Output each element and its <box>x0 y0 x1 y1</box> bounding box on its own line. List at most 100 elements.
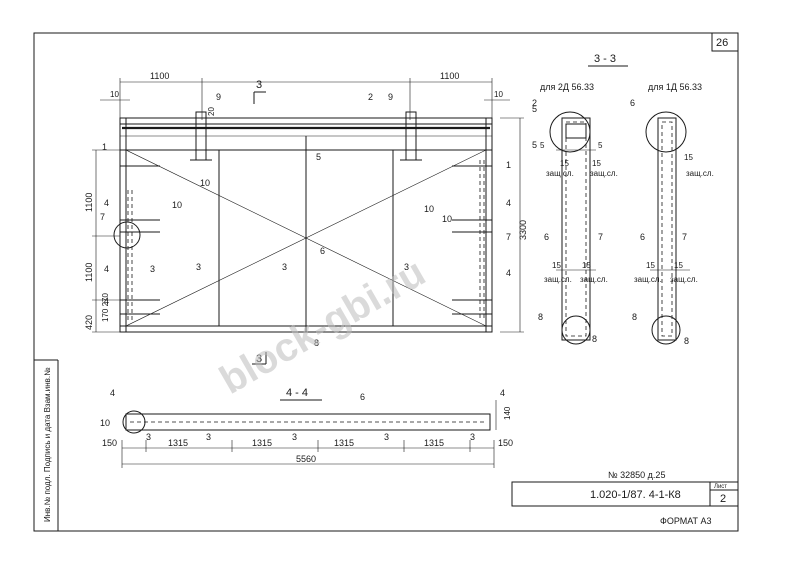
sloy-label: защ.сл. <box>590 169 618 178</box>
sloy-label: защ.сл. <box>670 275 698 284</box>
dim-left-middle: 1100 <box>84 263 94 282</box>
sloy-label: защ.сл. <box>634 275 662 284</box>
sloy-label: защ.сл. <box>544 275 572 284</box>
dim-44: 150 <box>102 438 117 448</box>
section-mark-top: 3 <box>256 79 262 91</box>
dim-33: 15 <box>674 261 683 270</box>
callout-33: 8 <box>538 312 543 322</box>
callout-44: 4 <box>500 388 505 398</box>
side-stamp: Инв.№ подл. Подпись и дата Взам.инв.№ <box>43 367 52 522</box>
callout-33: 2 <box>532 98 537 108</box>
dim-44: 1315 <box>424 438 444 448</box>
dim-44: 1315 <box>168 438 188 448</box>
callout-44: 3 <box>384 432 389 442</box>
section-mark-bottom: 3 <box>256 353 262 365</box>
sloy-label: защ.сл. <box>580 275 608 284</box>
dim-left-upper: 1100 <box>84 193 94 212</box>
callout-plan: 4 <box>104 296 109 306</box>
dim-44: 150 <box>498 438 513 448</box>
section-33-title: 3 - 3 <box>594 53 616 65</box>
callout-33: 5 <box>532 140 537 150</box>
watermark: block-gbi.ru <box>213 250 433 403</box>
sheet-format: ФОРМАТ А3 <box>660 516 712 526</box>
dim-left-bottom: 420 <box>84 315 94 330</box>
callout-plan: 3 <box>404 262 409 272</box>
callout-plan: 2 <box>368 92 373 102</box>
dim-left-small: 170 270 <box>101 293 110 322</box>
callout-plan: 10 <box>172 200 182 210</box>
dim-44: 1315 <box>334 438 354 448</box>
dim-33: 5 <box>598 141 603 150</box>
list-number: 2 <box>720 493 726 505</box>
callout-plan: 7 <box>506 232 511 242</box>
callout-plan: 9 <box>388 92 393 102</box>
section-3-3: 3 - 3 для 2Д 56.33 для 1Д 56.33 2 5 5 6 … <box>532 53 714 346</box>
dim-right-total: 3300 <box>518 220 528 240</box>
dim-33: 5 <box>540 141 545 150</box>
dim-33: 15 <box>646 261 655 270</box>
callout-33: 8 <box>632 312 637 322</box>
dim-top-left: 1100 <box>150 71 169 81</box>
callout-plan: 7 <box>100 212 105 222</box>
dim-44: 1315 <box>252 438 272 448</box>
callout-33: 8 <box>684 336 689 346</box>
callout-plan: 9 <box>216 92 221 102</box>
plan-view: 1100 1100 10 10 3 <box>84 71 528 365</box>
callout-plan: 4 <box>104 264 109 274</box>
callout-44: 6 <box>360 392 365 402</box>
dim-140: 140 <box>503 406 512 420</box>
callout-33: 6 <box>544 232 549 242</box>
dim-33: 15 <box>592 159 601 168</box>
sheet-number-box <box>711 32 739 52</box>
dim-44-total: 5560 <box>296 454 316 464</box>
callout-plan: 6 <box>320 246 325 256</box>
callout-plan: 3 <box>282 262 287 272</box>
callout-44: 10 <box>100 418 110 428</box>
sheet-frame <box>33 32 739 532</box>
callout-33: 7 <box>682 232 687 242</box>
callout-44: 3 <box>470 432 475 442</box>
callout-plan: 8 <box>314 338 319 348</box>
callout-33: 6 <box>630 98 635 108</box>
callout-plan: 5 <box>316 152 321 162</box>
callout-plan: 10 <box>424 204 434 214</box>
sloy-label: защ.сл. <box>546 169 574 178</box>
callout-44: 3 <box>292 432 297 442</box>
sloy-label: защ.сл. <box>686 169 714 178</box>
callout-33: 5 <box>532 104 537 114</box>
callout-33: 7 <box>598 232 603 242</box>
callout-plan: 1 <box>102 142 107 152</box>
dim-10-right: 10 <box>494 90 503 99</box>
callout-plan: 4 <box>104 198 109 208</box>
section-33-right-caption: для 1Д 56.33 <box>648 82 702 92</box>
callout-plan: 1 <box>506 160 511 170</box>
callout-44: 4 <box>110 388 115 398</box>
dim-top-right: 1100 <box>440 71 459 81</box>
archive-number: № 32850 д.25 <box>608 470 665 480</box>
callout-plan: 10 <box>442 214 452 224</box>
sheet-designation: 1.020-1/87. 4-1-К8 <box>590 489 681 501</box>
section-44-title: 4 - 4 <box>286 387 308 399</box>
callout-plan: 3 <box>150 264 155 274</box>
dim-20: 20 <box>207 107 216 116</box>
callout-44: 3 <box>206 432 211 442</box>
title-block <box>511 481 739 507</box>
callout-44: 3 <box>146 432 151 442</box>
callout-plan: 3 <box>196 262 201 272</box>
dim-33: 15 <box>684 153 693 162</box>
callout-plan: 4 <box>506 198 511 208</box>
callout-plan: 10 <box>200 178 210 188</box>
sheet-number: 26 <box>716 37 728 49</box>
list-label: Лист <box>714 484 727 490</box>
dim-10-left: 10 <box>110 90 119 99</box>
dim-33: 15 <box>560 159 569 168</box>
callout-plan: 4 <box>506 268 511 278</box>
callout-33: 8 <box>592 334 597 344</box>
dim-33: 15 <box>582 261 591 270</box>
section-33-left-caption: для 2Д 56.33 <box>540 82 594 92</box>
callout-33: 6 <box>640 232 645 242</box>
section-4-4: 4 - 4 140 150 1315 1315 1315 1315 150 55… <box>100 387 513 468</box>
dim-33: 15 <box>552 261 561 270</box>
